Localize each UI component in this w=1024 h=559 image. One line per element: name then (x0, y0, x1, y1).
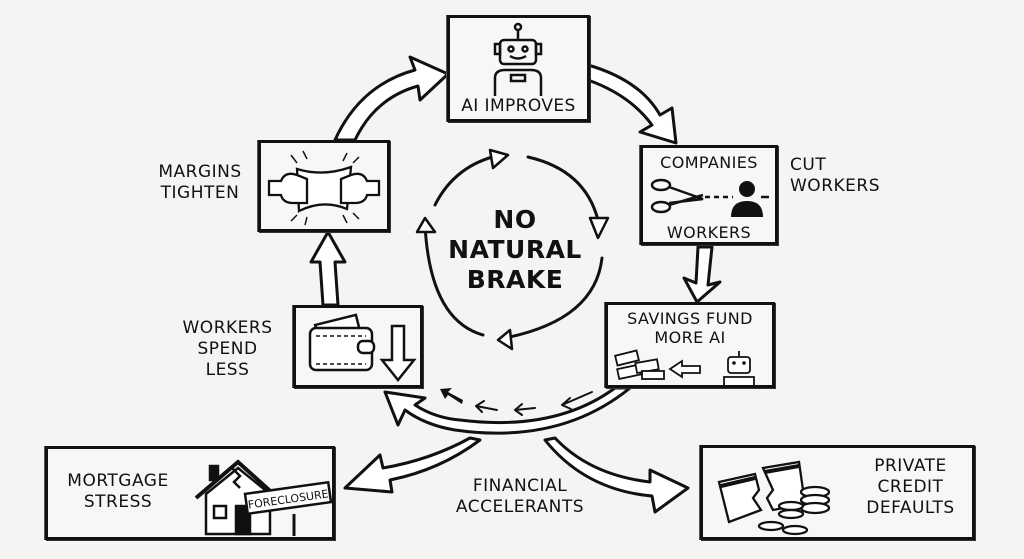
center-arc-left (423, 223, 485, 337)
center-title-line-3: BRAKE (466, 265, 564, 294)
private-credit-defaults-box: PRIVATE CREDIT DEFAULTS (700, 445, 975, 540)
center-title: NO NATURAL BRAKE (445, 205, 585, 295)
money-to-robot-icon (614, 349, 755, 385)
cut-workers-line-1: CUT (790, 155, 827, 175)
cut-workers-line-2: WORKERS (790, 176, 880, 196)
cut-workers-side-label: CUT WORKERS (790, 155, 880, 197)
mortgage-line-1: MORTGAGE (67, 471, 169, 491)
margins-line-1: MARGINS (158, 162, 242, 182)
mortgage-stress-text: MORTGAGE STRESS (58, 471, 178, 513)
savings-fund-ai-box: SAVINGS FUND MORE AI (605, 302, 775, 388)
wallet-down-arrow-icon (308, 313, 417, 383)
house-foreclosure-icon: FORECLOSURE (194, 459, 333, 536)
center-arrowhead-top (488, 148, 510, 170)
workers-spend-less-label: WORKERS SPEND LESS (180, 318, 275, 381)
dashed-arrow-1 (561, 391, 593, 410)
dashed-arrow-2 (514, 403, 536, 416)
center-arrowhead-left (415, 216, 437, 234)
ai-improves-box: AI IMPROVES (447, 15, 590, 122)
arrow-wallet-to-margins (309, 230, 347, 307)
arrow-to-mortgage (343, 436, 482, 494)
companies-label: COMPANIES (660, 153, 758, 172)
ai-improves-label: AI IMPROVES (461, 96, 576, 116)
broken-card-coins-icon (717, 460, 831, 536)
spend-less-line-1: WORKERS (182, 318, 273, 338)
savings-fund-line-1: SAVINGS FUND (627, 309, 753, 328)
center-arc-bottom (503, 256, 604, 340)
arrow-margins-to-ai (333, 55, 450, 142)
dashed-arrow-3 (475, 400, 498, 413)
bold-small-arrow (440, 388, 463, 404)
spend-less-line-3: LESS (205, 360, 250, 380)
private-credit-line-2: CREDIT (877, 477, 944, 497)
margins-line-2: TIGHTEN (160, 183, 240, 203)
savings-fund-line-2: MORE AI (654, 328, 726, 347)
arrow-to-private-credit (543, 436, 690, 514)
accelerants-line-1: FINANCIAL (472, 476, 568, 496)
margins-tighten-label: MARGINS TIGHTEN (150, 162, 250, 204)
center-title-line-1: NO (493, 205, 537, 234)
accelerants-line-2: ACCELERANTS (455, 497, 585, 517)
mortgage-stress-box: MORTGAGE STRESS FORECLOSURE (45, 446, 335, 540)
hands-stretching-icon (267, 150, 381, 226)
arrow-companies-to-savings (682, 245, 722, 304)
workers-label: WORKERS (666, 223, 752, 242)
mortgage-line-2: STRESS (83, 492, 153, 512)
center-arrowhead-bottom (496, 328, 514, 351)
center-arc-top (433, 153, 502, 207)
margins-tighten-box (258, 140, 390, 232)
spend-less-line-2: SPEND (197, 339, 258, 359)
companies-cut-workers-box: COMPANIES WORKERS (640, 145, 778, 245)
private-credit-text: PRIVATE CREDIT DEFAULTS (853, 456, 968, 519)
private-credit-line-1: PRIVATE (874, 456, 947, 476)
robot-icon (493, 22, 543, 96)
arrow-ai-to-companies (586, 63, 678, 145)
private-credit-line-3: DEFAULTS (866, 498, 955, 518)
workers-spend-less-box (293, 305, 423, 388)
financial-accelerants-label: FINANCIAL ACCELERANTS (440, 476, 600, 518)
center-arrowhead-right (588, 216, 610, 240)
arrow-savings-to-wallet (383, 386, 632, 435)
scissors-cutting-worker-icon (650, 178, 769, 217)
center-title-line-2: NATURAL (448, 235, 582, 264)
center-arc-right (526, 155, 600, 222)
